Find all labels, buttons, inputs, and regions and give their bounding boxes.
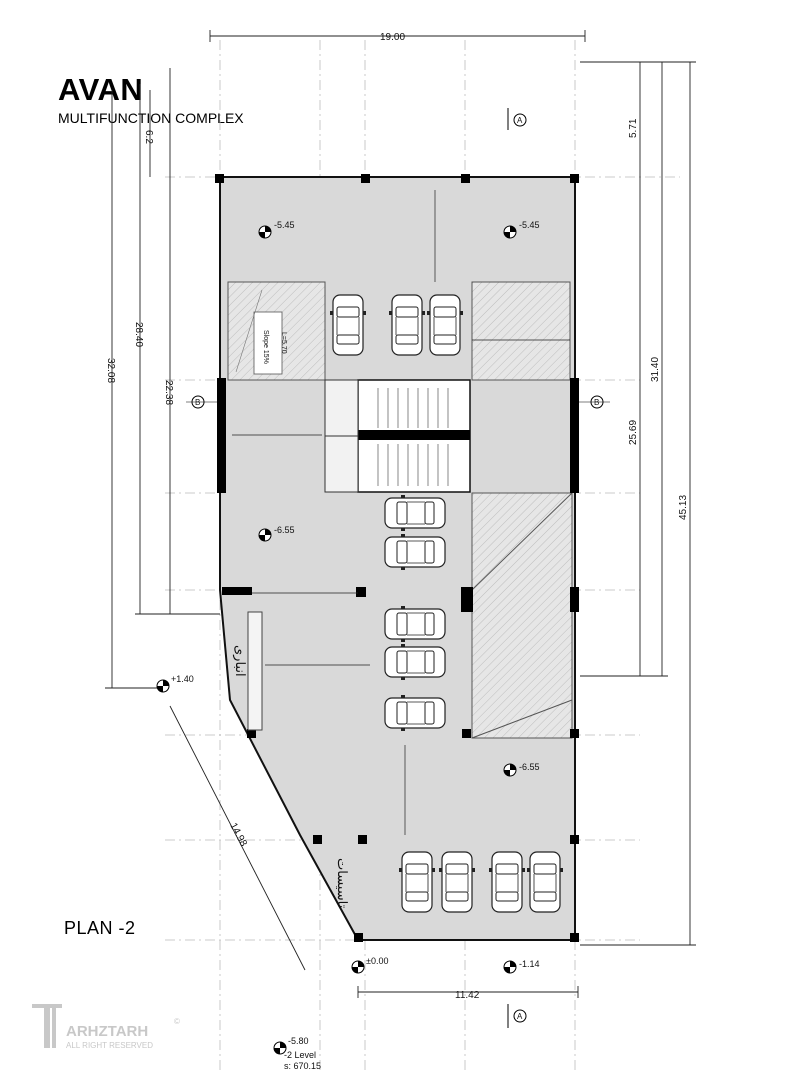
level-ne: -5.45 xyxy=(519,220,540,230)
storage-room-label: انباری xyxy=(232,645,248,677)
level-bottom-ref: -5.80 xyxy=(288,1036,309,1046)
axis-b-right: B xyxy=(594,398,599,407)
car xyxy=(384,643,446,681)
traffic-lines xyxy=(232,190,570,835)
level-ground: ±0.00 xyxy=(366,956,388,966)
dim-right-outer1: 31.40 xyxy=(650,357,661,382)
level-street: -1.14 xyxy=(519,959,540,969)
level-mid-e: -6.55 xyxy=(519,762,540,772)
watermark-name: ARHZTARH xyxy=(66,1023,148,1040)
brand-subtitle: MULTIFUNCTION COMPLEX xyxy=(58,110,244,126)
columns xyxy=(215,174,579,942)
car xyxy=(384,533,446,571)
dim-right-mid: 25.69 xyxy=(628,420,639,445)
dim-left-d: 32.08 xyxy=(105,358,116,383)
brand-title: AVAN xyxy=(58,72,144,107)
dim-bottom-width: 11.42 xyxy=(455,990,480,1001)
car xyxy=(488,851,526,913)
utilities-room-label: تاسیسات xyxy=(335,858,350,909)
ramp-label xyxy=(235,289,283,375)
watermark-copyright: © xyxy=(174,1017,180,1026)
plan-label: PLAN -2 xyxy=(64,918,136,938)
dimension-lines xyxy=(105,30,696,998)
dim-left-a: 6.2 xyxy=(143,130,154,144)
car xyxy=(526,851,564,913)
level-nw: -5.45 xyxy=(274,220,295,230)
axis-a-top: A xyxy=(517,116,523,125)
dim-left-c: 28.40 xyxy=(133,322,144,347)
dim-left-b: 22.38 xyxy=(163,380,174,405)
car xyxy=(329,294,367,356)
axis-b-left: B xyxy=(195,398,200,407)
dim-diagonal: 14.98 xyxy=(227,821,249,849)
level-mid-w: -6.55 xyxy=(274,525,295,535)
ramp-right xyxy=(471,281,571,381)
car xyxy=(398,851,436,913)
watermark-sub: ALL RIGHT RESERVED xyxy=(66,1041,153,1050)
watermark-logo xyxy=(32,1004,62,1048)
car xyxy=(426,294,464,356)
storage-room xyxy=(247,611,263,731)
ramp-slope: Slope 15% xyxy=(262,330,269,364)
axis-markers xyxy=(186,108,610,1028)
dim-right-outer2: 45.13 xyxy=(678,495,689,520)
level-name: -2 Level xyxy=(284,1050,316,1060)
car xyxy=(438,851,476,913)
car xyxy=(384,605,446,643)
car xyxy=(384,494,446,532)
dim-right-top: 5.71 xyxy=(628,118,639,138)
ramp-length: L=5.70 xyxy=(280,332,287,354)
axis-a-bottom: A xyxy=(517,1012,523,1021)
level-area: s: 670.15 xyxy=(284,1061,321,1071)
car xyxy=(388,294,426,356)
stair-core xyxy=(324,379,471,493)
dim-top-width: 19.00 xyxy=(380,32,405,43)
level-entrance: +1.40 xyxy=(171,674,194,684)
ramp-right-lower xyxy=(471,492,573,739)
car xyxy=(384,694,446,732)
